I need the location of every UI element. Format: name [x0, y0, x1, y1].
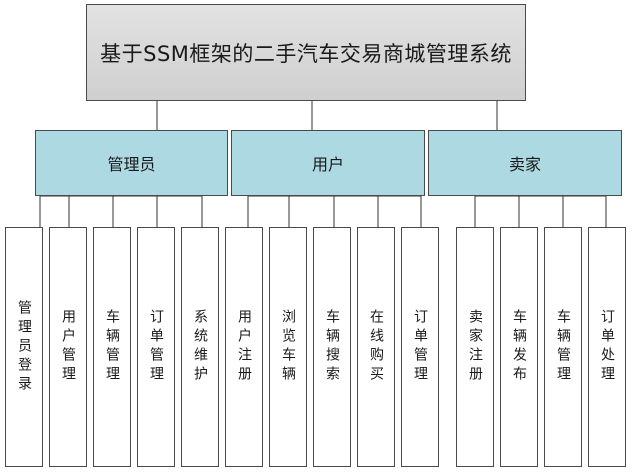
- role-user-label: 用户: [311, 155, 344, 174]
- leaf-user-browse-label: 浏览车辆: [280, 309, 296, 385]
- leaf-seller-register: 卖家注册: [456, 227, 494, 467]
- leaf-user-order-mgmt-label: 订单管理: [412, 309, 428, 385]
- leaf-user-search: 车辆搜索: [313, 227, 351, 467]
- leaf-user-purchase-label: 在线购买: [368, 309, 384, 385]
- leaf-seller-order-process-label: 订单处理: [599, 309, 615, 385]
- leaf-seller-publish-label: 车辆发布: [511, 309, 527, 385]
- leaf-admin-vehicle-mgmt-label: 车辆管理: [104, 309, 120, 385]
- role-seller-label: 卖家: [508, 155, 541, 174]
- leaf-admin-order-mgmt-label: 订单管理: [148, 309, 164, 385]
- leaf-user-browse: 浏览车辆: [269, 227, 307, 467]
- system-title: 基于SSM框架的二手汽车交易商城管理系统: [100, 41, 512, 66]
- system-title-box: 基于SSM框架的二手汽车交易商城管理系统: [86, 4, 526, 101]
- leaf-user-order-mgmt: 订单管理: [401, 227, 439, 467]
- leaf-admin-order-mgmt: 订单管理: [137, 227, 175, 467]
- leaf-admin-system-maint-label: 系统维护: [192, 309, 208, 385]
- leaf-user-register-label: 用户注册: [236, 309, 252, 385]
- leaf-admin-system-maint: 系统维护: [181, 227, 219, 467]
- role-seller-box: 卖家: [428, 130, 622, 196]
- leaf-admin-login-label: 管理员登录: [16, 299, 32, 395]
- leaf-user-search-label: 车辆搜索: [324, 309, 340, 385]
- leaf-user-register: 用户注册: [225, 227, 263, 467]
- leaf-admin-user-mgmt-label: 用户管理: [60, 309, 76, 385]
- leaf-admin-vehicle-mgmt: 车辆管理: [93, 227, 131, 467]
- leaf-admin-login: 管理员登录: [5, 227, 43, 467]
- leaf-seller-vehicle-mgmt-label: 车辆管理: [555, 309, 571, 385]
- leaf-user-purchase: 在线购买: [357, 227, 395, 467]
- role-user-box: 用户: [231, 130, 425, 196]
- leaf-seller-register-label: 卖家注册: [467, 309, 483, 385]
- role-admin-box: 管理员: [35, 130, 228, 196]
- leaf-seller-publish: 车辆发布: [500, 227, 538, 467]
- leaf-seller-order-process: 订单处理: [588, 227, 626, 467]
- leaf-seller-vehicle-mgmt: 车辆管理: [544, 227, 582, 467]
- role-admin-label: 管理员: [107, 155, 156, 174]
- leaf-admin-user-mgmt: 用户管理: [49, 227, 87, 467]
